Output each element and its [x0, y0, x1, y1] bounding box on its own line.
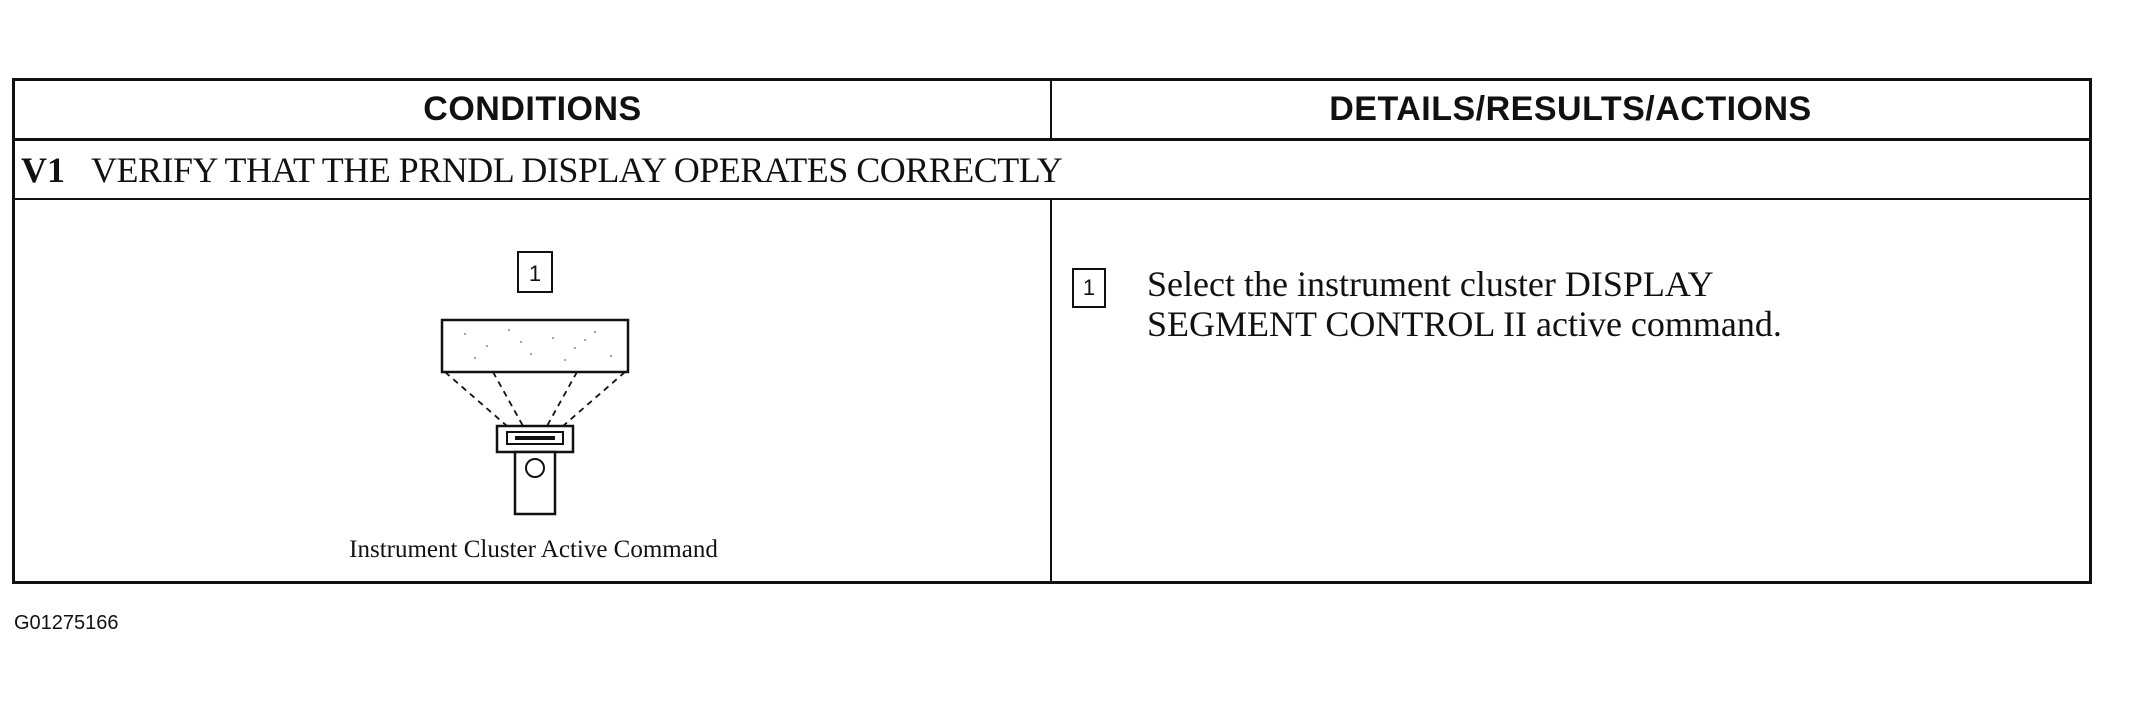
table-body-row: 1 [15, 200, 2089, 581]
figure-id: G01275166 [14, 612, 119, 634]
illustration-callout-box [517, 251, 553, 293]
illustration-callout-label: 1 [529, 261, 541, 286]
projection-lines [444, 371, 626, 427]
action-callout-box: 1 [1072, 268, 1106, 308]
illustration-caption: Instrument Cluster Active Command [349, 536, 718, 563]
step-id: V1 [21, 149, 65, 190]
details-cell: 1 Select the instrument cluster DISPLAY … [1052, 200, 2089, 581]
instrument-cluster-panel-icon [440, 318, 630, 374]
action-text-line-2: SEGMENT CONTROL II active command. [1147, 304, 1782, 344]
scan-tool-cluster-illustration: 1 [440, 251, 630, 516]
scan-tool-icon [495, 424, 575, 516]
action-text: Select the instrument cluster DISPLAY SE… [1147, 264, 2047, 344]
panel-speckle-texture [464, 329, 612, 361]
table-header-row: CONDITIONS DETAILS/RESULTS/ACTIONS [15, 81, 2089, 141]
header-conditions: CONDITIONS [15, 81, 1052, 138]
action-text-line-1: Select the instrument cluster DISPLAY [1147, 264, 1714, 304]
procedure-table: CONDITIONS DETAILS/RESULTS/ACTIONS V1 VE… [12, 78, 2092, 584]
conditions-cell: 1 [15, 200, 1052, 581]
step-row: V1 VERIFY THAT THE PRNDL DISPLAY OPERATE… [15, 141, 2089, 200]
header-details-results-actions: DETAILS/RESULTS/ACTIONS [1329, 90, 1812, 128]
step-title: VERIFY THAT THE PRNDL DISPLAY OPERATES C… [91, 149, 1063, 190]
